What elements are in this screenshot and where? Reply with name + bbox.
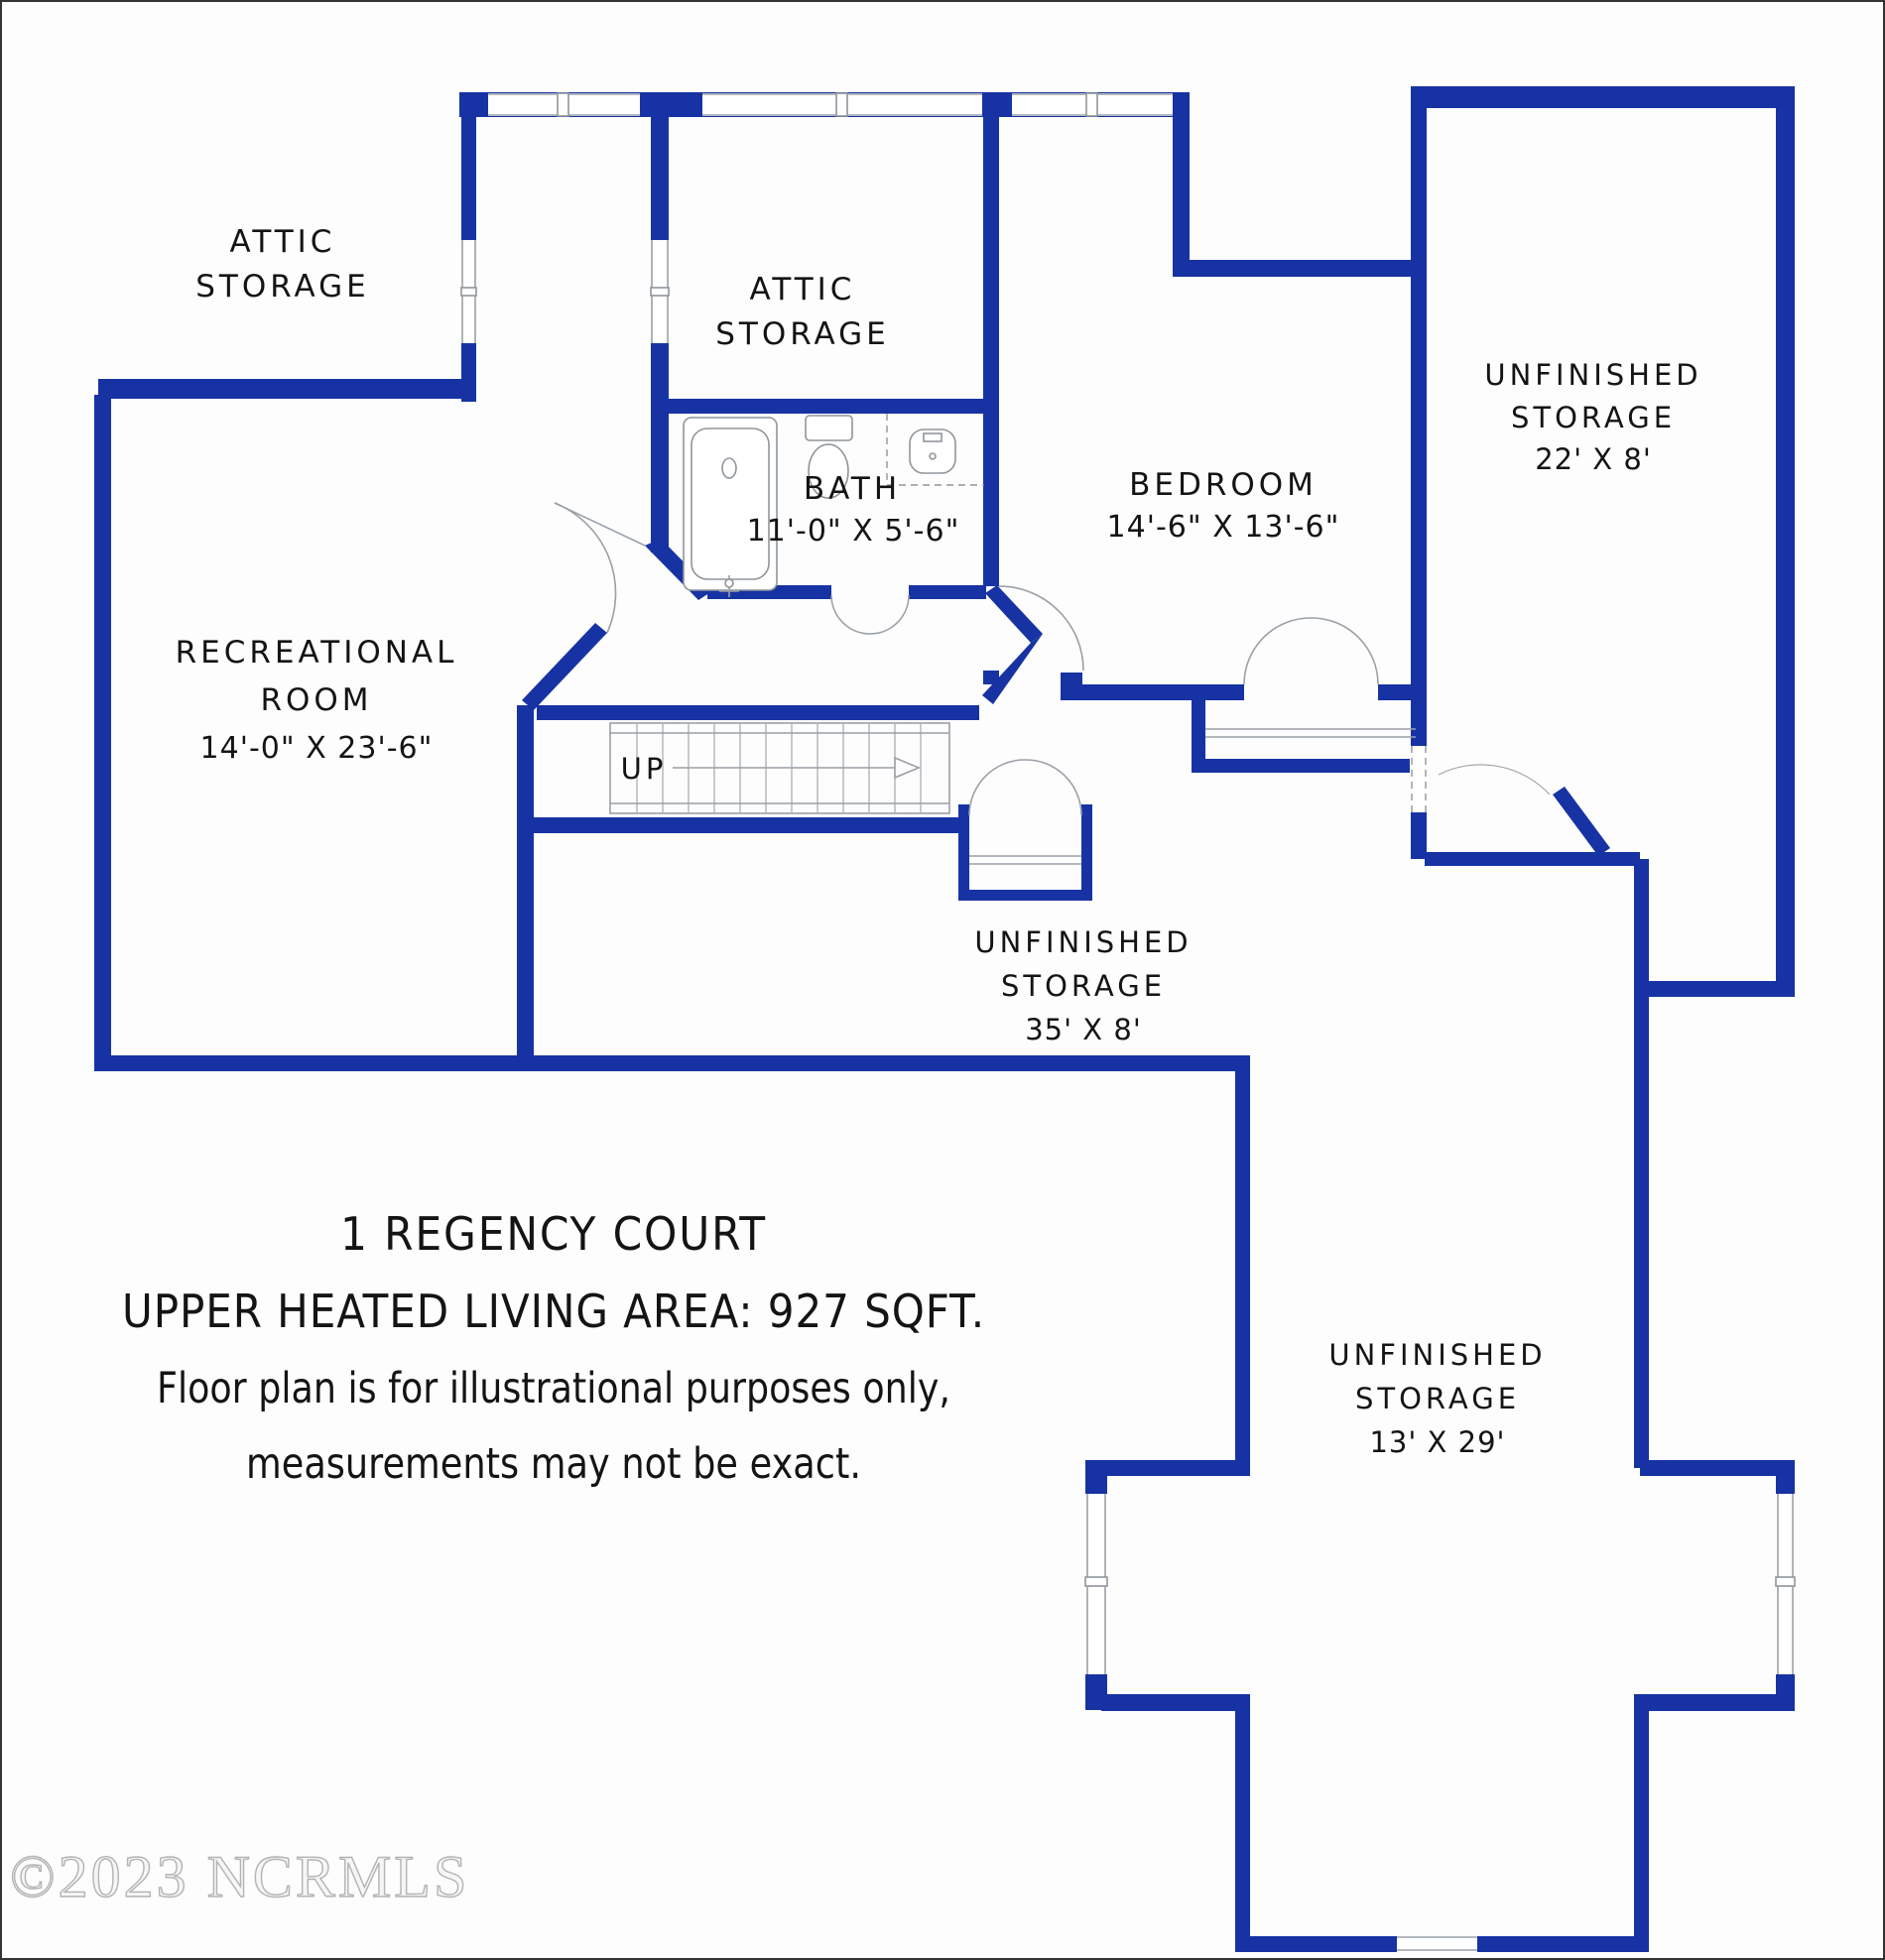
- toilet-icon: [805, 415, 853, 499]
- svg-text:ATTIC: ATTIC: [750, 272, 856, 307]
- room-label-unfinished-storage-mid: UNFINISHED STORAGE 35' X 8': [974, 925, 1192, 1046]
- svg-text:ROOM: ROOM: [260, 682, 372, 718]
- svg-text:STORAGE: STORAGE: [1001, 969, 1166, 1003]
- closet-shelves: [969, 728, 1416, 865]
- svg-text:BEDROOM: BEDROOM: [1129, 467, 1318, 503]
- doors: [554, 502, 1551, 816]
- window-icon: [702, 92, 982, 117]
- title-disclaimer-2: measurements may not be exact.: [246, 1439, 861, 1489]
- door-arc: [998, 585, 1084, 672]
- door-arc: [830, 594, 910, 635]
- room-labels: ATTIC STORAGE ATTIC STORAGE BATH 11'-0" …: [176, 224, 1701, 1459]
- door-arc: [554, 502, 646, 634]
- svg-text:ATTIC: ATTIC: [230, 224, 336, 260]
- room-label-attic-storage-left: ATTIC STORAGE: [195, 224, 370, 305]
- svg-text:STORAGE: STORAGE: [195, 269, 370, 305]
- title-address: 1 REGENCY COURT: [340, 1207, 767, 1261]
- svg-text:35' X 8': 35' X 8': [1025, 1013, 1142, 1046]
- svg-text:STORAGE: STORAGE: [715, 316, 890, 352]
- window-icon: [1775, 1494, 1796, 1674]
- room-label-bath: BATH 11'-0" X 5'-6": [747, 471, 960, 549]
- room-label-unfinished-storage-bottom: UNFINISHED STORAGE 13' X 29': [1328, 1338, 1546, 1459]
- room-label-bedroom: BEDROOM 14'-6" X 13'-6": [1107, 467, 1340, 545]
- svg-text:RECREATIONAL: RECREATIONAL: [176, 635, 458, 671]
- stair-arrow-icon: [673, 756, 922, 780]
- svg-text:14'-6" X 13'-6": 14'-6" X 13'-6": [1107, 510, 1340, 545]
- door-arc: [1243, 617, 1379, 685]
- svg-text:STORAGE: STORAGE: [1511, 401, 1676, 434]
- attic-access-dashed-opening: [1410, 746, 1428, 812]
- door-arc: [1438, 764, 1551, 796]
- window-icon: [1084, 1494, 1108, 1674]
- door-arc: [968, 759, 1082, 816]
- svg-text:BATH: BATH: [804, 471, 901, 507]
- title-area: UPPER HEATED LIVING AREA: 927 SQFT.: [122, 1285, 985, 1338]
- window-icon: [1012, 92, 1173, 117]
- svg-text:11'-0" X 5'-6": 11'-0" X 5'-6": [747, 514, 960, 549]
- window-icon: [650, 240, 670, 343]
- window-icon: [488, 92, 640, 117]
- window-icon: [1397, 1936, 1477, 1952]
- ncrmls-watermark: ©2023 NCRMLS: [9, 1843, 470, 1909]
- svg-text:22' X 8': 22' X 8': [1535, 442, 1652, 476]
- room-label-unfinished-storage-right: UNFINISHED STORAGE 22' X 8': [1484, 358, 1701, 476]
- bath-fixtures: [683, 414, 984, 597]
- windows: [460, 92, 1796, 1952]
- up-label: UP: [621, 752, 668, 786]
- svg-text:UNFINISHED: UNFINISHED: [1328, 1338, 1546, 1372]
- svg-text:UNFINISHED: UNFINISHED: [1484, 358, 1701, 392]
- svg-text:UNFINISHED: UNFINISHED: [974, 925, 1192, 959]
- sink-icon: [886, 414, 984, 486]
- window-icon: [460, 240, 477, 343]
- room-label-recreational-room: RECREATIONAL ROOM 14'-0" X 23'-6": [176, 635, 458, 766]
- room-label-attic-storage-mid: ATTIC STORAGE: [715, 272, 890, 352]
- title-disclaimer-1: Floor plan is for illustrational purpose…: [157, 1364, 950, 1413]
- svg-text:STORAGE: STORAGE: [1355, 1382, 1520, 1415]
- svg-text:13' X 29': 13' X 29': [1369, 1425, 1505, 1459]
- svg-text:14'-0" X 23'-6": 14'-0" X 23'-6": [200, 731, 434, 766]
- stairs: UP: [609, 722, 950, 814]
- title-block: 1 REGENCY COURT UPPER HEATED LIVING AREA…: [122, 1207, 985, 1489]
- bathtub-icon: [683, 417, 778, 597]
